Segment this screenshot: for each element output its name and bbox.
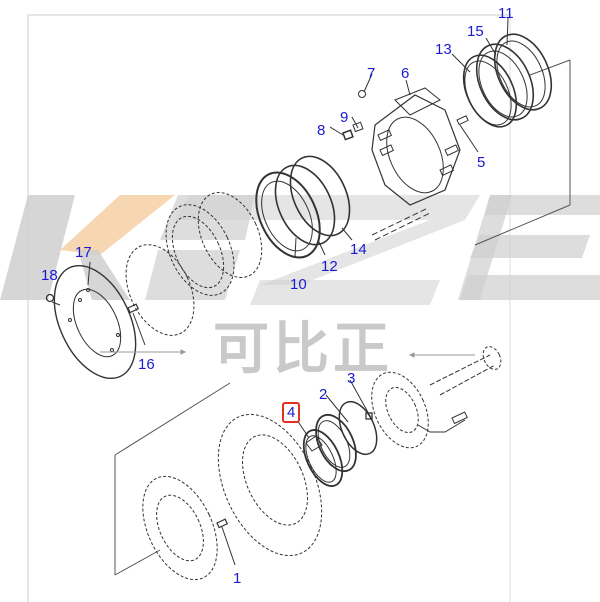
part-label-14[interactable]: 14 <box>350 241 367 258</box>
part-label-12[interactable]: 12 <box>321 258 338 275</box>
part-label-13[interactable]: 13 <box>435 41 452 58</box>
part-label-5[interactable]: 5 <box>477 154 486 171</box>
part-label-10[interactable]: 10 <box>290 276 307 293</box>
part-label-3[interactable]: 3 <box>347 370 356 387</box>
part-label-17[interactable]: 17 <box>75 244 92 261</box>
part-label-15[interactable]: 15 <box>467 23 484 40</box>
chinese-watermark: 可比正 <box>213 317 393 382</box>
part-label-8[interactable]: 8 <box>317 122 326 139</box>
part-label-11[interactable]: 11 <box>498 5 514 22</box>
part-label-7[interactable]: 7 <box>367 65 376 82</box>
part-label-9[interactable]: 9 <box>340 109 349 126</box>
part-label-16[interactable]: 16 <box>138 356 155 373</box>
part-label-2[interactable]: 2 <box>319 386 328 403</box>
part-label-4-highlighted[interactable]: 4 <box>282 402 301 423</box>
part-label-18[interactable]: 18 <box>41 267 58 284</box>
part-label-1[interactable]: 1 <box>233 570 242 587</box>
diagram-frame <box>27 14 511 602</box>
part-label-6[interactable]: 6 <box>401 65 410 82</box>
